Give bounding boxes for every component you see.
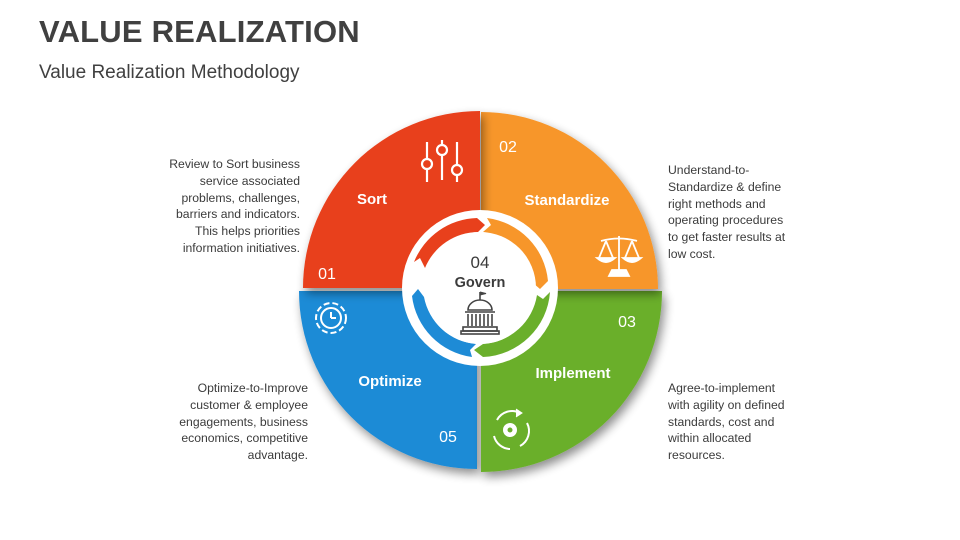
standardize-label: Standardize: [524, 192, 609, 209]
desc-line: Understand-to-: [668, 163, 750, 177]
desc-line: engagements, business: [179, 414, 308, 429]
desc-line: standards, cost and: [668, 414, 775, 429]
gear-clock-icon: [315, 302, 347, 334]
implement-label: Implement: [535, 365, 610, 382]
sliders-icon: [420, 140, 464, 182]
gear-cycle-icon: [493, 408, 530, 450]
desc-line: barriers and indicators.: [176, 207, 300, 222]
implement-description: Agree-to-implement with agility on defin…: [668, 380, 828, 464]
desc-line: information initiatives.: [182, 240, 300, 255]
standardize-description: Understand-to- Standardize & define righ…: [668, 162, 828, 263]
desc-line: advantage.: [247, 448, 308, 463]
desc-line: customer & employee: [190, 397, 308, 412]
implement-number: 03: [618, 314, 636, 331]
center-disc: [424, 232, 536, 344]
desc-line: Review to Sort business: [169, 157, 300, 171]
optimize-label: Optimize: [358, 373, 421, 390]
desc-line: economics, competitive: [181, 431, 308, 446]
optimize-number: 05: [439, 429, 457, 446]
desc-line: right methods and: [668, 196, 766, 211]
scales-icon: [594, 236, 644, 277]
desc-line: resources.: [668, 448, 725, 463]
govern-label: Govern: [455, 275, 506, 291]
sort-number: 01: [318, 266, 336, 283]
desc-line: operating procedures: [668, 213, 784, 228]
desc-line: within allocated: [668, 431, 752, 446]
standardize-number: 02: [499, 139, 517, 156]
capitol-building-icon: [460, 291, 500, 335]
desc-line: Agree-to-implement: [668, 381, 776, 395]
desc-line: to get faster results at: [668, 230, 786, 245]
sort-description: Review to Sort business service associat…: [140, 156, 300, 257]
page-title: VALUE REALIZATION: [39, 14, 360, 49]
desc-line: Optimize-to-Improve: [197, 381, 308, 395]
desc-line: low cost.: [668, 246, 716, 261]
desc-line: with agility on defined: [668, 397, 785, 412]
govern-number: 04: [471, 253, 490, 272]
desc-line: Standardize & define: [668, 179, 782, 194]
desc-line: problems, challenges,: [181, 190, 300, 205]
desc-line: This helps priorities: [195, 224, 300, 239]
sort-label: Sort: [357, 191, 387, 208]
desc-line: service associated: [199, 173, 300, 188]
page-subtitle: Value Realization Methodology: [39, 62, 300, 83]
optimize-description: Optimize-to-Improve customer & employee …: [148, 380, 308, 464]
